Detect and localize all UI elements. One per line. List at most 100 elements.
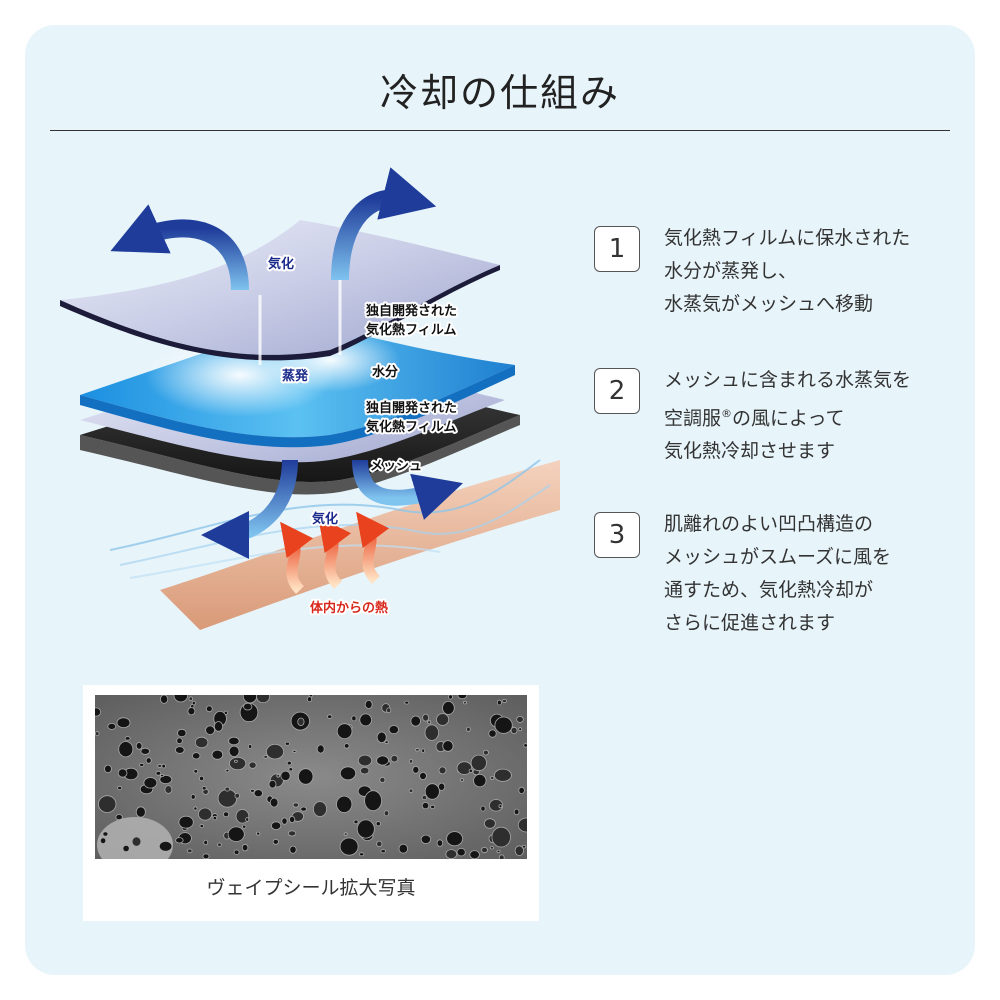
pore-mark — [427, 720, 432, 725]
label-evaporation: 蒸発 — [282, 368, 309, 384]
pore-mark — [122, 844, 130, 853]
pore-texture-image — [95, 695, 527, 859]
pore-mark — [173, 695, 188, 703]
pore-mark — [489, 846, 494, 850]
wind-line — [119, 484, 551, 566]
label-vaporize-bottom: 気化 — [312, 511, 338, 527]
pore-mark — [491, 826, 511, 848]
pore-mark — [271, 821, 282, 830]
pore-mark — [145, 757, 152, 764]
pore-mark — [496, 849, 501, 853]
pore-mark — [159, 774, 173, 785]
pore-mark — [203, 839, 208, 846]
pore-mark — [201, 786, 207, 791]
pore-mark — [213, 721, 224, 732]
pore-mark — [241, 843, 249, 852]
pore-mark — [280, 770, 291, 781]
pore-mark — [199, 824, 204, 829]
pore-mark — [217, 842, 222, 848]
pore-mark — [160, 695, 169, 704]
pore-mark — [420, 834, 432, 844]
pore-mark — [297, 768, 314, 785]
pore-mark — [513, 808, 520, 816]
pore-mark — [228, 745, 240, 757]
pore-mark — [379, 776, 386, 783]
pore-mark — [480, 805, 486, 812]
vaporize-arrow-bottom-left — [201, 459, 298, 559]
pore-mark — [430, 804, 436, 810]
step-text: 気化熱フィルムに保水された 水分が蒸発し、 水蒸気がメッシュへ移動 — [664, 227, 911, 315]
pore-mark — [175, 837, 184, 844]
pore-mark — [223, 811, 230, 818]
pore-mark — [482, 749, 489, 756]
heat-arrow — [318, 516, 352, 589]
step-number: 2 — [594, 368, 640, 414]
pore-mark — [292, 749, 297, 754]
pore-mark — [289, 845, 297, 854]
pore-mark — [224, 786, 231, 792]
pore-mark — [398, 843, 409, 854]
pore-mark — [117, 785, 123, 791]
magnified-photo — [95, 695, 527, 859]
pore-mark — [312, 801, 327, 817]
pore-mark — [194, 736, 209, 749]
pore-mark — [288, 830, 297, 837]
pore-mark — [233, 759, 238, 763]
pore-mark — [339, 766, 357, 781]
pore-mark — [97, 795, 117, 813]
layer-illustration: 気化 独自開発された 気化熱フィルム 蒸発 水分 独自開発された 気化熱フィルム… — [60, 167, 560, 630]
pore-mark — [158, 840, 173, 852]
pore-mark — [234, 793, 240, 799]
pore-mark — [100, 837, 107, 845]
film-top-edge — [60, 265, 500, 361]
pore-mark — [408, 758, 414, 764]
pore-mark — [380, 849, 386, 854]
pore-mark — [463, 700, 467, 705]
pore-mark — [116, 717, 131, 729]
vaporize-arrow-right — [331, 167, 437, 281]
pore-mark — [286, 760, 292, 766]
pore-mark — [190, 794, 196, 800]
step-text: 肌離れのよい凹凸構造の メッシュがスムーズに風を 通すため、気化熱冷却が さらに… — [664, 513, 892, 634]
page-title: 冷却の仕組み — [379, 71, 620, 115]
pore-mark — [436, 713, 450, 726]
pore-mark — [316, 744, 325, 754]
pore-mark — [438, 766, 447, 775]
pore-mark — [140, 747, 150, 755]
pore-mark — [376, 731, 387, 744]
pore-mark — [225, 768, 230, 773]
pore-mark — [521, 844, 527, 849]
pore-mark — [442, 700, 455, 715]
pore-mark — [139, 762, 145, 767]
pore-mark — [281, 817, 288, 825]
pore-mark — [456, 761, 473, 775]
pore-mark — [469, 850, 480, 859]
pore-mark — [248, 761, 257, 769]
label-water: 水分 — [372, 364, 398, 380]
pore-mark — [306, 696, 312, 703]
pore-mark — [390, 755, 399, 763]
pore-mark — [193, 806, 198, 811]
pore-mark — [448, 695, 453, 700]
pore-mark — [516, 715, 524, 723]
pore-mark — [490, 776, 495, 781]
label-film-top-2: 気化熱フィルム — [366, 322, 456, 338]
pore-mark — [351, 715, 357, 722]
step-text: メッシュに含まれる水蒸気を 空調服®の風によって 気化熱冷却させます — [664, 364, 954, 468]
pore-mark — [483, 818, 496, 829]
pore-mark — [498, 804, 503, 809]
pore-mark — [356, 819, 375, 839]
pore-mark — [269, 797, 279, 808]
pore-mark — [445, 849, 458, 859]
water-edge — [80, 365, 515, 448]
pore-mark — [419, 772, 427, 781]
label-vaporize-top: 気化 — [268, 256, 294, 272]
pore-mark — [457, 695, 468, 700]
pore-mark — [265, 744, 284, 760]
heat-arrow — [356, 511, 390, 584]
pore-mark — [248, 744, 253, 749]
step-text-part: の風によって 気化熱冷却させます — [664, 407, 845, 463]
pore-mark — [157, 763, 163, 768]
pore-mark — [498, 854, 505, 859]
pore-mark — [460, 778, 465, 782]
